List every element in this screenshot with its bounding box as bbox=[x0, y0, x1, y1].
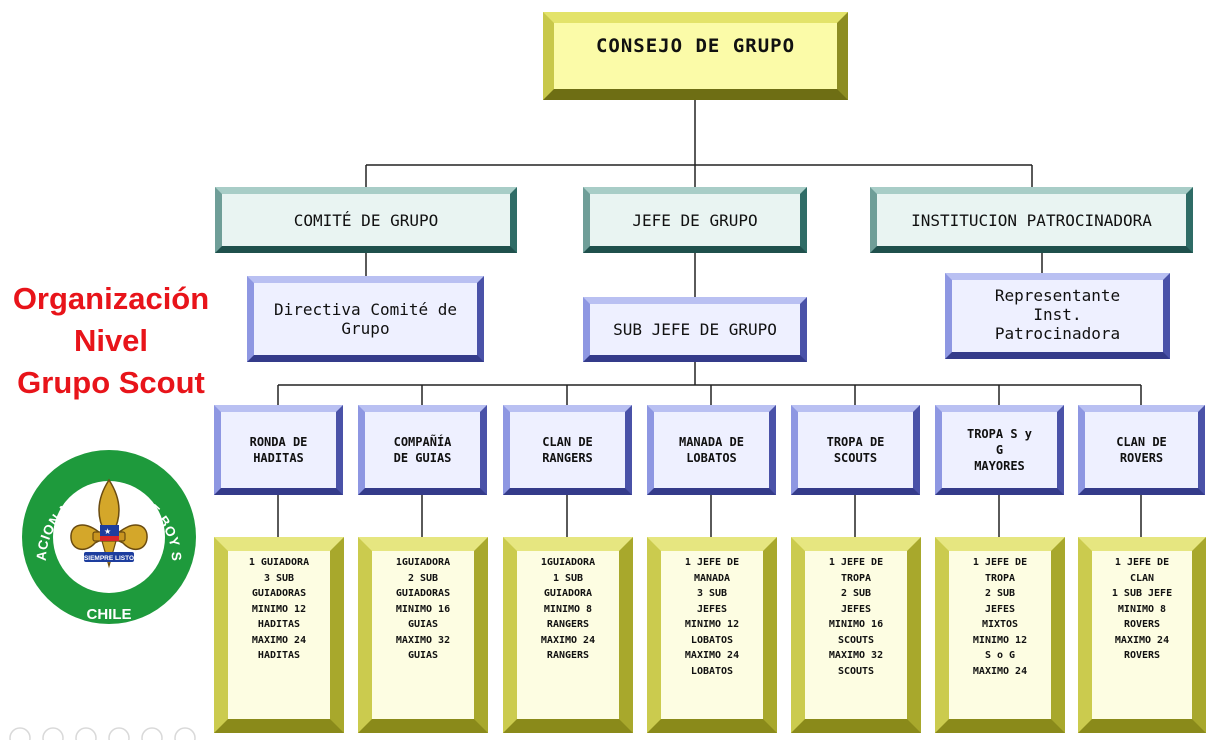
detail-box-compania-guias: 1GUIADORA 2 SUB GUIADORAS MINIMO 16 GUIA… bbox=[358, 537, 488, 733]
comite-de-grupo-box: COMITÉ DE GRUPO bbox=[215, 187, 517, 253]
logo-country-text: CHILE bbox=[87, 606, 132, 623]
unit-box-clan-rangers: CLAN DE RANGERS bbox=[503, 405, 632, 495]
unit-box-clan-rovers: CLAN DE ROVERS bbox=[1078, 405, 1205, 495]
side-title: Organización Nivel Grupo Scout bbox=[0, 278, 222, 404]
sub-jefe-de-grupo-box: SUB JEFE DE GRUPO bbox=[583, 297, 807, 362]
unit-box-compania-guias: COMPAÑÍA DE GUIAS bbox=[358, 405, 487, 495]
unit-box-tropa-mayores: TROPA S y G MAYORES bbox=[935, 405, 1064, 495]
detail-box-clan-rovers: 1 JEFE DE CLAN 1 SUB JEFE MINIMO 8 ROVER… bbox=[1078, 537, 1206, 733]
side-title-line-1: Organización bbox=[12, 281, 210, 316]
svg-text:★: ★ bbox=[104, 527, 111, 536]
directiva-comite-box: Directiva Comité de Grupo bbox=[247, 276, 484, 362]
side-title-line-2: Nivel bbox=[73, 323, 149, 358]
jefe-de-grupo-box: JEFE DE GRUPO bbox=[583, 187, 807, 253]
side-title-line-3: Grupo Scout bbox=[17, 365, 205, 400]
logo-motto-text: SIEMPRE LISTO bbox=[84, 555, 134, 562]
representante-box: Representante Inst. Patrocinadora bbox=[945, 273, 1170, 359]
unit-box-manada-lobatos: MANADA DE LOBATOS bbox=[647, 405, 776, 495]
motto-banner bbox=[84, 552, 134, 562]
consejo-de-grupo-box: CONSEJO DE GRUPO bbox=[543, 12, 848, 100]
institucion-patrocinadora-box: INSTITUCION PATROCINADORA bbox=[870, 187, 1193, 253]
detail-box-manada-lobatos: 1 JEFE DE MANADA 3 SUB JEFES MINIMO 12 L… bbox=[647, 537, 777, 733]
detail-box-tropa-scouts: 1 JEFE DE TROPA 2 SUB JEFES MINIMO 16 SC… bbox=[791, 537, 921, 733]
unit-box-ronda-haditas: RONDA DE HADITAS bbox=[214, 405, 343, 495]
detail-box-clan-rangers: 1GUIADORA 1 SUB GUIADORA MINIMO 8 RANGER… bbox=[503, 537, 633, 733]
detail-box-ronda-haditas: 1 GUIADORA 3 SUB GUIADORAS MINIMO 12 HAD… bbox=[214, 537, 344, 733]
detail-box-tropa-mayores: 1 JEFE DE TROPA 2 SUB JEFES MIXTOS MINIM… bbox=[935, 537, 1065, 733]
unit-box-tropa-scouts: TROPA DE SCOUTS bbox=[791, 405, 920, 495]
